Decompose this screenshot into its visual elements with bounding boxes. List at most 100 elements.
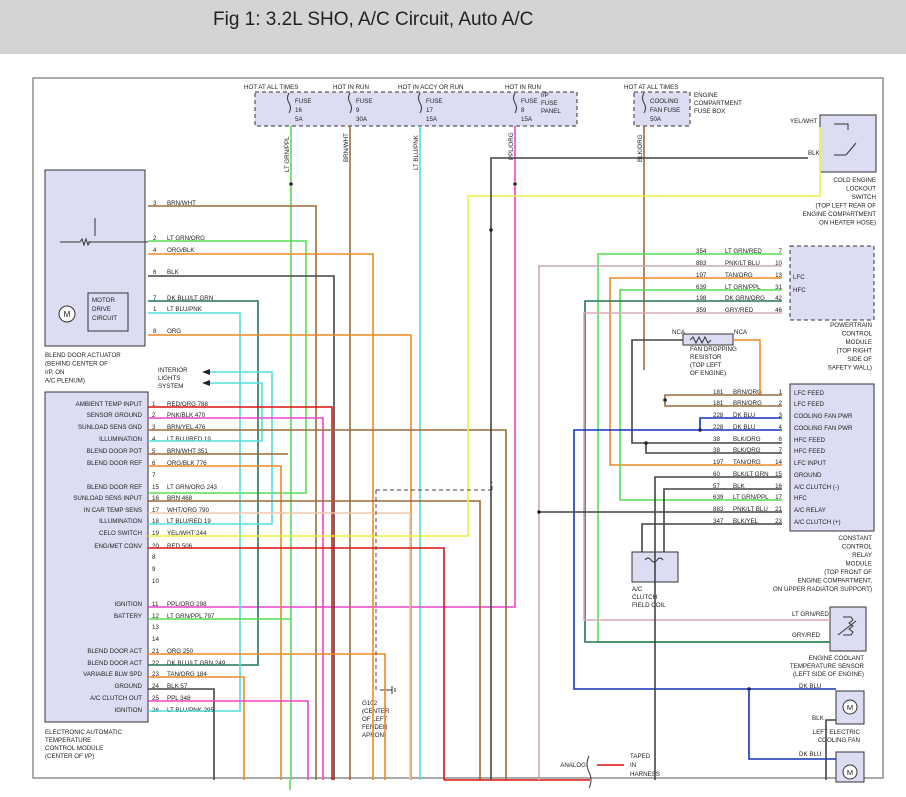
fuse-17-wire-label: LT BLU/PNK — [413, 134, 420, 170]
engine-fuse-box-label-line-0: ENGINE — [694, 92, 718, 99]
left-fan-motor-icon — [842, 699, 858, 715]
relay-circuit-1: 181 — [713, 400, 724, 407]
blend-wire-1: LT GRN/ORG — [167, 235, 205, 242]
resistor-nca-right: NCA — [734, 329, 748, 336]
relay-circuit-11: 347 — [713, 518, 724, 525]
relay-function-0: LFC FEED — [794, 390, 824, 397]
fan-wire-0: DK BLU — [799, 683, 821, 690]
fuse-0-label-line-1: 16 — [295, 107, 302, 114]
pcm-lfc: LFC — [793, 274, 805, 281]
eatc-pin-8: 16 — [152, 495, 159, 502]
fuse-3-label-line-2: 15A — [521, 116, 533, 123]
eatc-function-11: CELO SWITCH — [99, 530, 142, 537]
eatc-wire-20: ORG 250 — [167, 648, 194, 655]
wire-pcm-13 — [609, 277, 782, 466]
fuse-3-label-line-1: 8 — [521, 107, 525, 114]
blend-actuator-label-line-2: I/P, ON — [45, 369, 65, 376]
pcm-wire-5: GRY/RED — [725, 307, 754, 314]
fuse-3-symbol — [513, 92, 517, 114]
coolant-sensor-label-line-1: TEMPERATURE SENSOR — [790, 663, 865, 670]
fuse-2-label-line-0: FUSE — [426, 98, 443, 105]
eatc-function-0: AMBIENT TEMP INPUT — [76, 401, 143, 408]
engine-fuse-box — [633, 91, 691, 127]
relay-wire-0: BRN/ORG — [733, 389, 762, 396]
fan-wire-2: DK BLU — [799, 751, 821, 758]
relay-label-line-0: CONSTANT — [838, 535, 872, 542]
eatc-pin-19: 14 — [152, 636, 159, 643]
wire-relay-16 — [663, 488, 782, 552]
wire-ba-2 — [148, 240, 307, 494]
eatc-pin-7: 15 — [152, 484, 159, 491]
ground-g102-label-line-2: OF LEFT — [362, 716, 388, 723]
wire-eatc-20 — [148, 547, 445, 780]
motor-icon-letter: M — [64, 310, 71, 319]
motor-icon — [58, 305, 76, 323]
ground-g102-label-line-3: FENDER — [362, 724, 388, 731]
fuse-1-symbol — [348, 92, 352, 114]
eatc-wire-16: PPL/ORG 298 — [167, 601, 207, 608]
relay-wire-7: BLK/LT GRN — [733, 471, 769, 478]
relay-function-7: GROUND — [794, 472, 822, 479]
relay-function-8: A/C CLUTCH (-) — [794, 484, 839, 491]
wire-eatc-25 — [148, 700, 309, 780]
relay-function-4: HFC FEED — [794, 437, 825, 444]
relay-circuit-6: 197 — [713, 459, 724, 466]
motor-drive-label-line-0: MOTOR — [92, 297, 115, 304]
relay-pin-4: 6 — [779, 436, 783, 443]
legend-bracket — [586, 755, 592, 789]
ground-g102-label-line-1: (CENTER — [362, 708, 390, 715]
wire-ba-4 — [148, 253, 374, 780]
resistor-nca-left: NCA — [672, 329, 686, 336]
relay-pin-11: 23 — [775, 518, 782, 525]
wire-fan-dkblu — [573, 429, 836, 690]
splice-relay-1-2 — [663, 398, 667, 402]
relay-wire-3: DK BLU — [733, 424, 755, 431]
legend-taped-label-line-0: TAPED — [630, 753, 651, 760]
eatc-wire-24: PPL 348 — [167, 695, 191, 702]
wire-relay-23 — [641, 523, 782, 552]
eatc-wire-9: WHT/ORG 790 — [167, 507, 210, 514]
eatc-label-line-3: (CENTER OF I/P) — [45, 753, 94, 760]
wire-eatc-6 — [148, 465, 282, 780]
cold-switch-label-line-2: SWITCH — [852, 194, 876, 201]
wire-fan-blk — [825, 719, 836, 780]
blend-wire-6: ORG — [167, 328, 181, 335]
eatc-pin-23: 24 — [152, 683, 159, 690]
blend-actuator-label-line-0: BLEND DOOR ACTUATOR — [45, 352, 121, 359]
fuse-2-label-line-1: 17 — [426, 107, 433, 114]
eatc-pin-5: 6 — [152, 460, 156, 467]
relay-circuit-8: 57 — [713, 483, 720, 490]
wire-eatc-16 — [148, 500, 481, 780]
pcm-circuit-1: 883 — [696, 260, 707, 267]
left-fan-label-line-1: COOLING FAN — [818, 737, 860, 744]
relay-circuit-5: 38 — [713, 447, 720, 454]
splice-relay-6-7 — [644, 441, 648, 445]
blend-wire-2: ORG/BLK — [167, 247, 195, 254]
eatc-function-16: IGNITION — [115, 601, 143, 608]
splice-fuse16 — [289, 182, 293, 186]
fuse-hot-label-2: HOT IN ACCY OR RUN — [398, 84, 463, 91]
eatc-function-5: BLEND DOOR REF — [87, 460, 142, 467]
wire-pcm-46 — [583, 312, 830, 621]
engine-fuse-label-line-2: 50A — [650, 116, 662, 123]
eatc-label-line-0: ELECTRONIC AUTOMATIC — [45, 729, 123, 736]
pcm-circuit-3: 639 — [696, 284, 707, 291]
eatc-function-25: IGNITION — [115, 707, 143, 714]
clutch-label-line-1: CLUTCH — [632, 594, 657, 601]
eatc-pin-11: 19 — [152, 530, 159, 537]
relay-pin-5: 7 — [779, 447, 783, 454]
engine-fuse-label-line-0: COOLING — [650, 98, 679, 105]
blend-pin-6: 8 — [153, 328, 157, 335]
wire-ba-8 — [148, 334, 412, 780]
fuse-panel-box — [254, 91, 578, 127]
eatc-function-10: ILLUMINATION — [99, 518, 142, 525]
fuse-hot-label-0: HOT AT ALL TIMES — [244, 84, 298, 91]
relay-pin-6: 14 — [775, 459, 782, 466]
pcm-circuit-0: 354 — [696, 248, 707, 255]
wire-pcm-42 — [584, 300, 830, 643]
wire-eatc-24 — [148, 688, 215, 780]
relay-circuit-3: 228 — [713, 424, 724, 431]
eatc-wire-23: BLK 57 — [167, 683, 188, 690]
coolant-wire-0: LT GRN/RED — [792, 611, 829, 618]
blend-actuator-label-line-3: A/C PLENUM) — [45, 378, 85, 385]
